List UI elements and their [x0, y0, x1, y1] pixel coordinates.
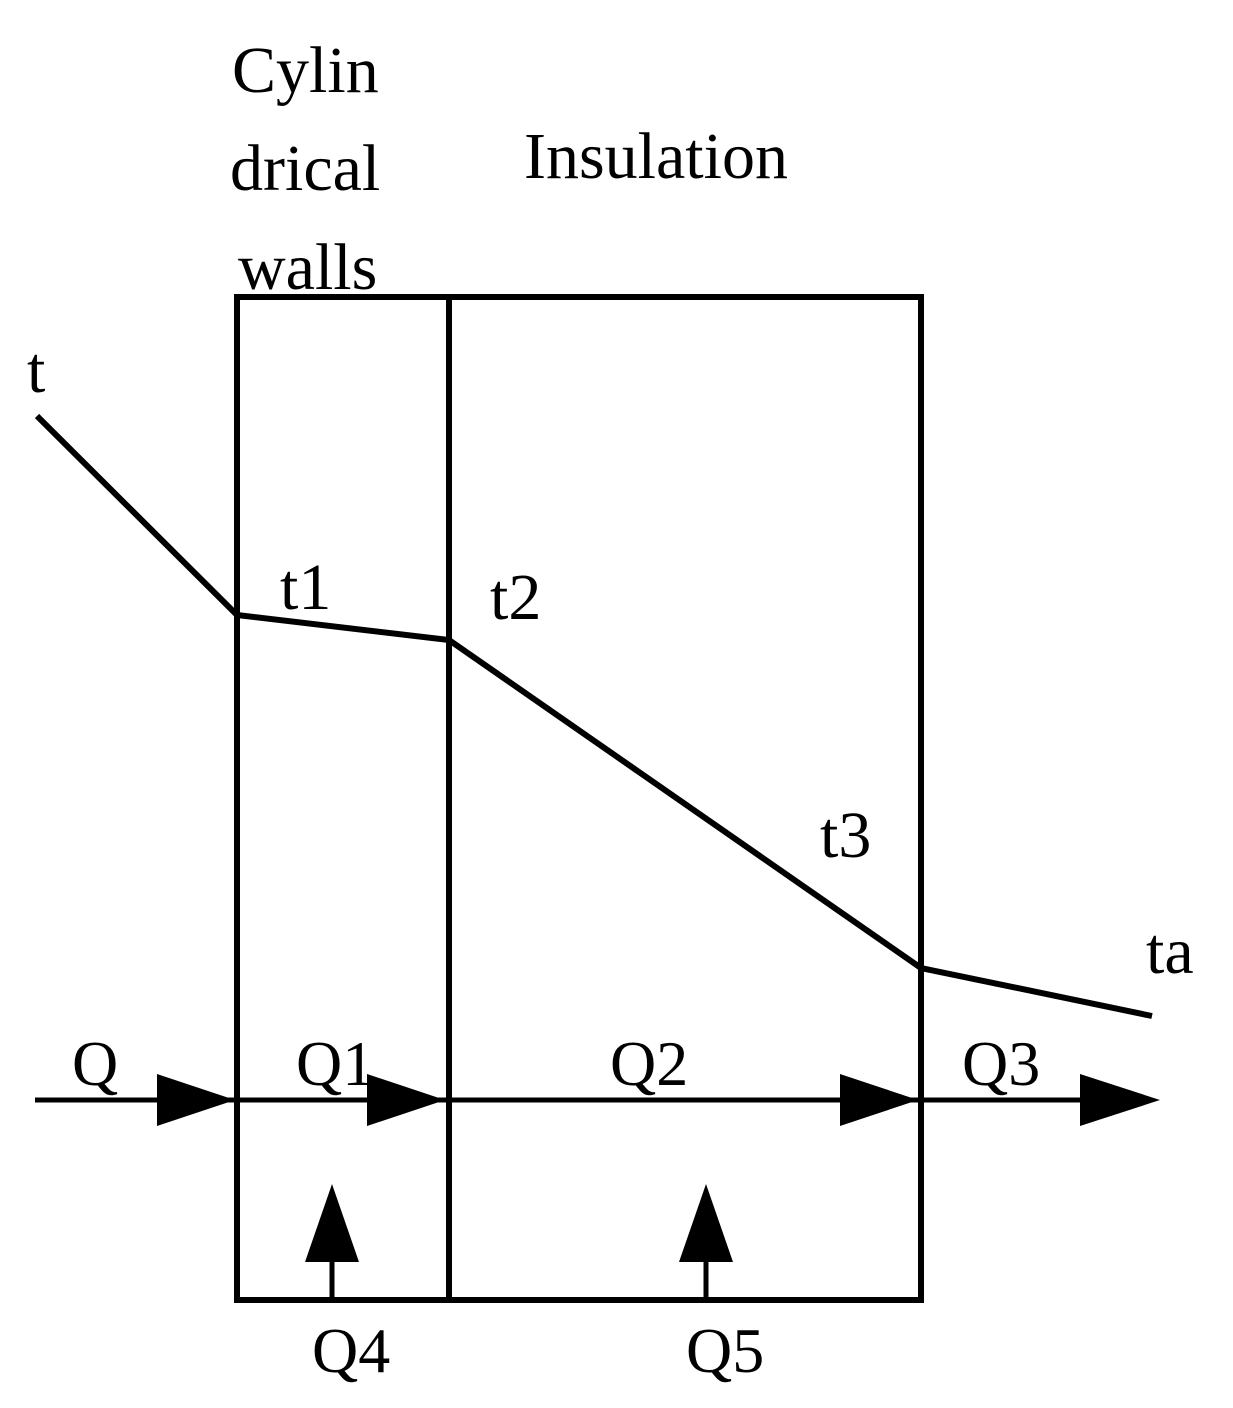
flow-label-q1: Q1 — [296, 1028, 374, 1099]
temp-label-t: t — [27, 334, 45, 407]
flow-label-q: Q — [72, 1028, 118, 1099]
flow-label-q4: Q4 — [312, 1315, 390, 1386]
outer-frame — [234, 294, 924, 1303]
flow-label-q3: Q3 — [962, 1028, 1040, 1099]
arrow-q1 — [367, 1074, 445, 1126]
insulation-label: Insulation — [524, 120, 788, 193]
flow-label-q2: Q2 — [610, 1028, 688, 1099]
temp-label-t2: t2 — [490, 561, 541, 634]
temp-label-ta: ta — [1146, 915, 1194, 988]
arrow-q — [157, 1074, 235, 1126]
wall-label-line2: drical — [230, 132, 380, 205]
temp-label-t1: t1 — [280, 551, 331, 624]
arrow-q3 — [1080, 1074, 1160, 1126]
flow-label-q5: Q5 — [686, 1315, 764, 1386]
arrow-q2 — [840, 1074, 918, 1126]
temperature-profile — [34, 413, 1153, 1019]
wall-label-line1: Cylin — [232, 34, 379, 107]
temp-label-t3: t3 — [820, 799, 871, 872]
wall-label-line3: walls — [238, 231, 377, 304]
arrow-q5-head — [679, 1184, 733, 1262]
arrow-q4-head — [305, 1184, 359, 1262]
